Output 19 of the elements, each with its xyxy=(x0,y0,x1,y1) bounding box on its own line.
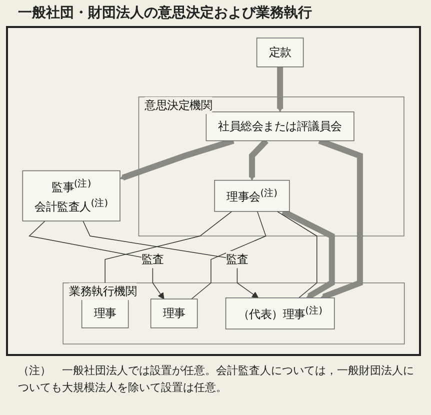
arrow xyxy=(248,138,268,181)
diagram-frame: 監査 監査 定款 社員総会または評議員会 理事会$^{(注)}$ 監事$^{(注)}$ 会計監査人$^{(注)}$ 理事 理事 （代表）理事$^{(注)}$ 業務執行機関 意思決定機関 xyxy=(6,26,421,356)
diagram-title: 一般社団・財団法人の意思決定および業務執行 xyxy=(18,4,312,22)
edge-label: 監査 xyxy=(226,252,248,266)
arrow xyxy=(28,220,164,300)
arrow xyxy=(276,66,284,112)
connector xyxy=(191,211,266,300)
arrow xyxy=(282,208,335,299)
arrow xyxy=(82,220,259,298)
footnote: （注） 一般社団法人では設置が任意。会計監査人については，一般財団法人についても大規模法人を除いて設置は任意。 xyxy=(18,363,415,396)
node-box xyxy=(206,112,354,142)
edge-label: 監査 xyxy=(141,252,164,266)
connector xyxy=(276,211,318,298)
node-box xyxy=(22,170,120,222)
node-box xyxy=(214,180,290,212)
node-box xyxy=(81,298,129,328)
node-box xyxy=(225,298,335,330)
node-box xyxy=(256,38,304,68)
node-box xyxy=(150,298,198,328)
